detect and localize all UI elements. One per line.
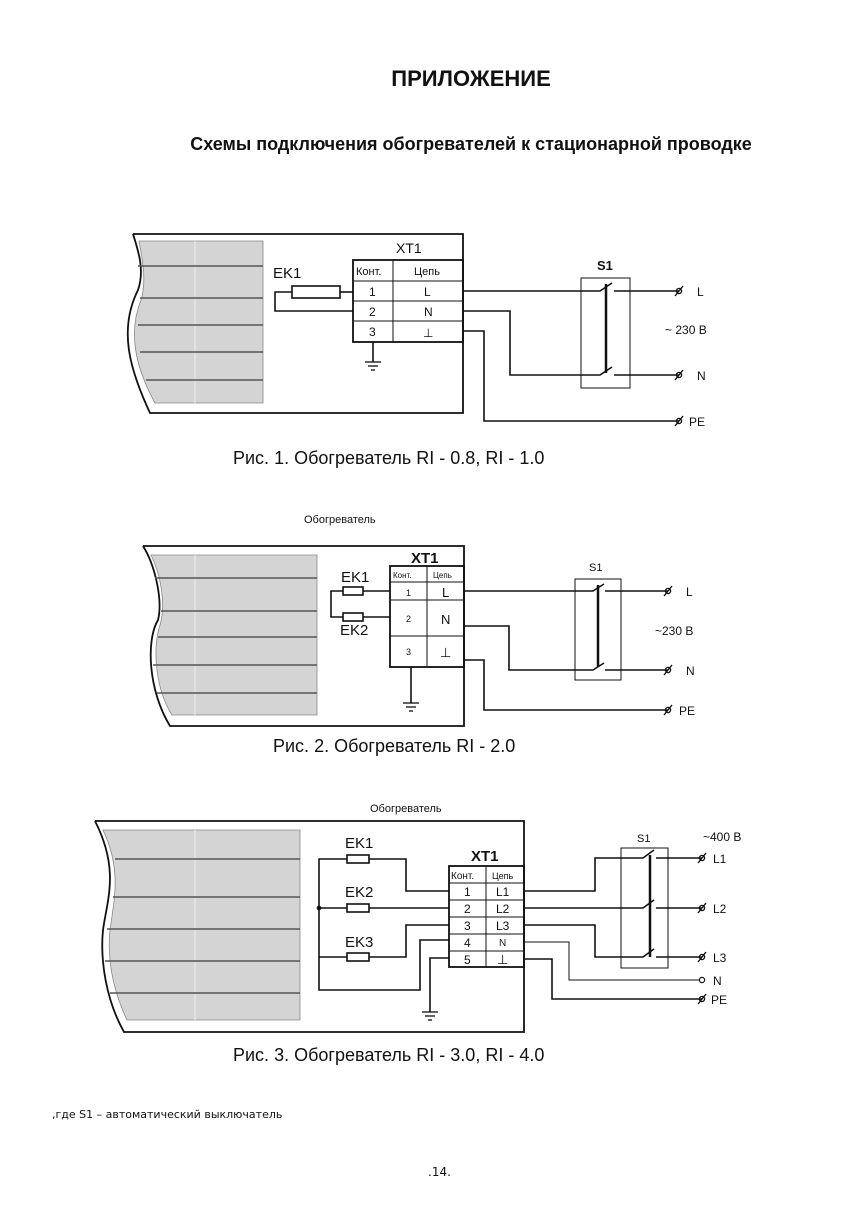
voltage-label: ~400 В	[703, 830, 741, 844]
circuit-1: L1	[496, 885, 510, 899]
figure-1-caption: Рис. 1. Обогреватель RI - 0.8, RI - 1.0	[233, 448, 545, 468]
terminal-l: L	[697, 285, 704, 299]
voltage-label: ~230 В	[655, 624, 693, 638]
heater-label: Обогреватель	[304, 514, 376, 526]
col-header-contact: Конт.	[356, 266, 381, 278]
terminal-pe: PE	[711, 993, 727, 1007]
resistor-ek2	[346, 903, 370, 913]
switch-label: S1	[597, 258, 613, 273]
contact-1: 1	[406, 588, 411, 598]
contact-2: 2	[406, 614, 411, 624]
col-header-circuit: Цепь	[414, 266, 440, 278]
heater-element-ek1-label: EK1	[341, 569, 369, 586]
voltage-label: ~ 230 В	[665, 323, 707, 337]
figure-3: Обогреватель XT1 Конт. Цепь 1 L1 2 L2 3 …	[94, 803, 741, 1033]
heating-panel	[134, 240, 264, 404]
contact-3: 3	[369, 325, 376, 339]
terminal-block-label: XT1	[471, 848, 499, 865]
circuit-2: N	[424, 305, 433, 319]
heater-housing	[94, 820, 525, 1033]
terminal-l: L	[686, 585, 693, 599]
heating-panel	[102, 829, 301, 1021]
contact-3: 3	[464, 919, 471, 933]
circuit-4: N	[499, 938, 506, 949]
circuit-2: N	[441, 612, 450, 627]
resistor-ek2	[342, 612, 364, 622]
terminal-l1: L1	[713, 852, 727, 866]
contact-2: 2	[464, 902, 471, 916]
terminal-pe: PE	[689, 415, 705, 429]
switch-label: S1	[637, 833, 650, 845]
circuit-1: L	[424, 285, 431, 299]
contact-2: 2	[369, 305, 376, 319]
contact-1: 1	[464, 885, 471, 899]
terminal-l2: L2	[713, 902, 727, 916]
circuit-3: ⊥	[440, 645, 451, 660]
heater-element-ek1-label: EK1	[345, 835, 373, 852]
resistor-ek3	[346, 952, 370, 962]
figure-2: Обогреватель XT1 Конт. Цепь 1 L 2 N 3 ⊥ …	[142, 514, 695, 727]
col-header-contact: Конт.	[451, 871, 474, 882]
page-number: .14.	[428, 1165, 451, 1179]
figure-2-caption: Рис. 2. Обогреватель RI - 2.0	[273, 736, 516, 756]
page-title: ПРИЛОЖЕНИЕ	[391, 66, 551, 91]
resistor-ek1	[346, 854, 370, 864]
heater-label: Обогреватель	[370, 803, 442, 815]
terminal-block-label: XT1	[396, 240, 422, 256]
circuit-3: L3	[496, 919, 510, 933]
page-subtitle: Схемы подключения обогревателей к стацио…	[190, 134, 752, 154]
footnote: ,где S1 – автоматический выключатель	[52, 1108, 283, 1121]
terminal-n: N	[697, 369, 706, 383]
circuit-3: ⊥	[423, 326, 433, 340]
contact-4: 4	[464, 936, 471, 950]
contact-1: 1	[369, 285, 376, 299]
figure-3-caption: Рис. 3. Обогреватель RI - 3.0, RI - 4.0	[233, 1045, 545, 1065]
terminal-pe: PE	[679, 704, 695, 718]
terminal-n: N	[713, 974, 722, 988]
figure-1: XT1 Конт. Цепь 1 L 2 N 3 ⊥ EK1 S1 L	[126, 233, 707, 429]
col-header-contact: Конт.	[393, 571, 412, 580]
heater-element-ek2-label: EK2	[345, 884, 373, 901]
heater-element-ek2-label: EK2	[340, 622, 368, 639]
terminal-l3: L3	[713, 951, 727, 965]
heating-panel	[150, 554, 318, 716]
contact-3: 3	[406, 647, 411, 657]
circuit-2: L2	[496, 902, 510, 916]
terminal-block-label: XT1	[411, 550, 439, 567]
contact-5: 5	[464, 953, 471, 967]
switch-label: S1	[589, 562, 602, 574]
col-header-circuit: Цепь	[433, 571, 452, 580]
terminal-n: N	[686, 664, 695, 678]
circuit-1: L	[442, 585, 449, 600]
col-header-circuit: Цепь	[492, 871, 514, 881]
breaker-s1	[580, 277, 631, 389]
resistor-ek1	[342, 586, 364, 596]
resistor-ek1	[291, 285, 341, 299]
circuit-5: ⊥	[497, 952, 508, 967]
heater-element-ek1-label: EK1	[273, 265, 301, 282]
heater-element-ek3-label: EK3	[345, 934, 373, 951]
breaker-s1	[574, 578, 622, 681]
heater-housing	[126, 233, 464, 414]
heater-housing	[142, 545, 465, 727]
